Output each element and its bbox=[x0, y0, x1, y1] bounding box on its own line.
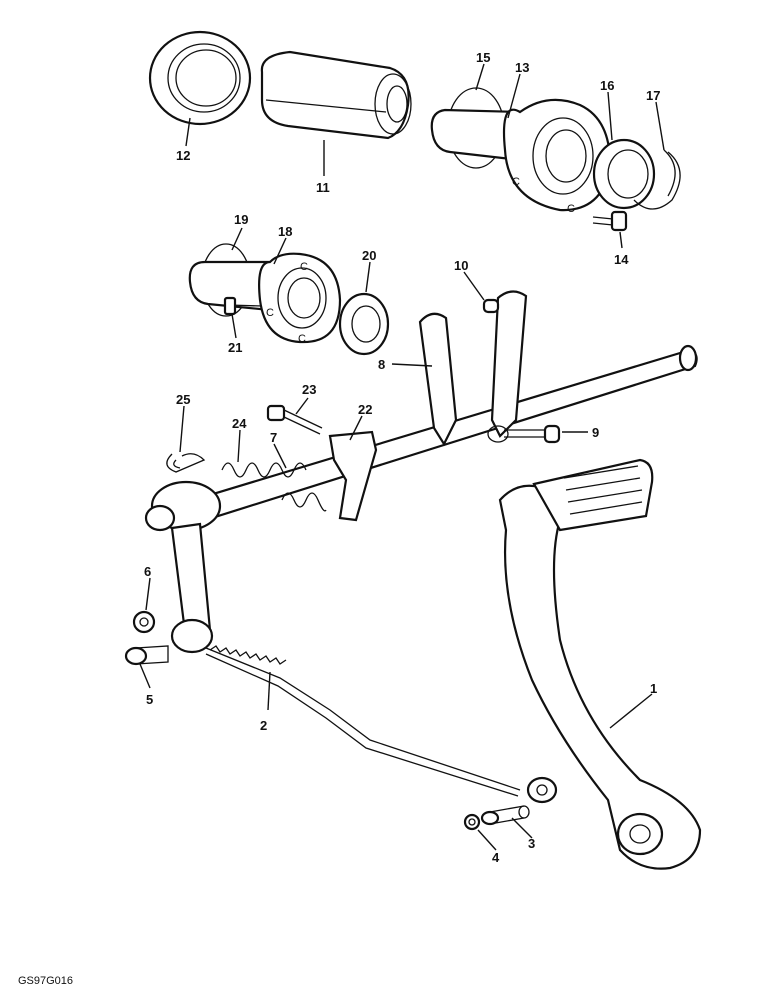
callout-2: 2 bbox=[260, 718, 267, 733]
part-9-bolt bbox=[504, 424, 561, 444]
housing-mark-c: C bbox=[298, 333, 306, 345]
callout-10: 10 bbox=[454, 258, 468, 273]
housing-mark-c: C bbox=[512, 176, 520, 188]
part-7-shaft bbox=[157, 344, 698, 530]
part-11-sleeve bbox=[260, 50, 412, 140]
callout-23: 23 bbox=[302, 382, 316, 397]
part-20-oil-seal bbox=[338, 292, 390, 356]
callout-25: 25 bbox=[176, 392, 190, 407]
part-24-spring bbox=[221, 462, 327, 512]
part-2-linkage-rod bbox=[205, 645, 558, 804]
part-21-bolt bbox=[223, 296, 263, 316]
part-6-nut bbox=[132, 610, 156, 634]
callout-17: 17 bbox=[646, 88, 660, 103]
gear-change-lever-arm bbox=[144, 480, 222, 654]
callout-16: 16 bbox=[600, 78, 614, 93]
callout-13: 13 bbox=[515, 60, 529, 75]
callout-labels: 15 13 16 17 12 11 19 18 14 20 10 21 8 23… bbox=[144, 50, 660, 865]
callout-18: 18 bbox=[278, 224, 292, 239]
part-17-circlip bbox=[633, 149, 681, 210]
housing-mark-c: C bbox=[266, 307, 274, 319]
part-3-pivot-pin bbox=[480, 805, 530, 826]
part-23-bolt bbox=[266, 404, 323, 435]
leader-lines bbox=[139, 63, 665, 851]
callout-22: 22 bbox=[358, 402, 372, 417]
part-10-pin bbox=[482, 298, 500, 314]
part-1-gear-pedal bbox=[498, 458, 702, 870]
callout-7: 7 bbox=[270, 430, 277, 445]
part-18-bearing-housing: C C C bbox=[188, 252, 342, 345]
callout-6: 6 bbox=[144, 564, 151, 579]
callout-9: 9 bbox=[592, 425, 599, 440]
callout-21: 21 bbox=[228, 340, 242, 355]
figure-code: GS97G016 bbox=[18, 975, 73, 987]
part-13-bearing-housing: C C bbox=[430, 98, 612, 215]
callout-3: 3 bbox=[528, 836, 535, 851]
housing-mark-c: C bbox=[300, 261, 308, 273]
callout-15: 15 bbox=[476, 50, 490, 65]
part-4-washer bbox=[463, 813, 481, 831]
callout-12: 12 bbox=[176, 148, 190, 163]
part-14-bolt bbox=[592, 210, 628, 232]
part-12-seal-ring bbox=[148, 30, 252, 126]
part-16-bush bbox=[592, 138, 656, 210]
part-25-clip bbox=[166, 453, 206, 473]
callout-4: 4 bbox=[492, 850, 500, 865]
part-5-pin bbox=[124, 645, 169, 666]
callout-1: 1 bbox=[650, 681, 657, 696]
callout-11: 11 bbox=[316, 180, 330, 195]
callout-8: 8 bbox=[378, 357, 385, 372]
housing-mark-c: C bbox=[567, 203, 575, 215]
callout-20: 20 bbox=[362, 248, 376, 263]
part-8-selector-fork bbox=[418, 290, 528, 447]
callout-14: 14 bbox=[614, 252, 629, 267]
callout-24: 24 bbox=[232, 416, 247, 431]
callout-19: 19 bbox=[234, 212, 248, 227]
part-22-bracket bbox=[328, 430, 378, 522]
callout-5: 5 bbox=[146, 692, 153, 707]
